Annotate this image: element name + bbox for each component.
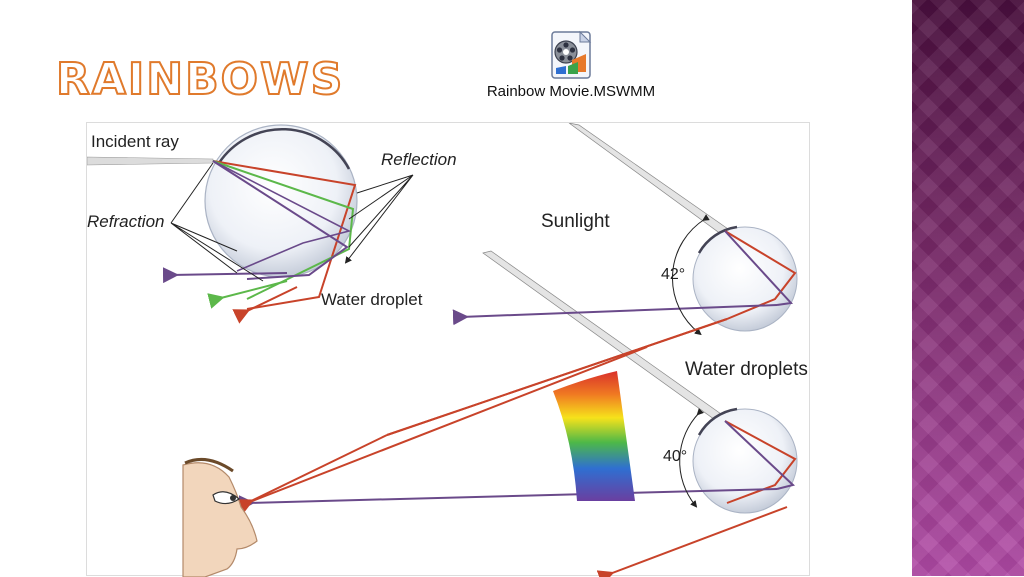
bottom-droplet-violet-exit [238, 488, 778, 512]
violet-internal-ray-2 [212, 160, 352, 272]
water-droplet-label: Water droplet [321, 290, 423, 309]
bottom-water-droplet [692, 408, 798, 514]
red-exit-ray [232, 286, 298, 324]
red-ray-long [246, 346, 648, 504]
bottom-droplet-red-path [724, 420, 797, 504]
violet-exit-ray [162, 267, 288, 284]
reflection-pointer-lines [347, 174, 414, 261]
droplet-shadow-arc [217, 128, 351, 170]
large-water-droplet [204, 124, 358, 278]
red-ray-to-eye [236, 434, 388, 514]
angle-arc-40 [679, 408, 704, 508]
green-exit-ray [207, 280, 288, 309]
rainbow-diagram: Incident ray Reflection Refraction Water… [86, 122, 810, 577]
top-droplet-violet-path [724, 230, 794, 306]
red-ray-upper [386, 318, 728, 436]
reflection-label: Reflection [381, 150, 457, 169]
face-profile [182, 462, 258, 577]
refraction-pointer-lines [170, 162, 264, 282]
side-decorative-band [912, 0, 1024, 576]
top-droplet-red-path [724, 230, 797, 320]
top-droplet-violet-exit [452, 304, 778, 326]
bottom-droplet-red-exit [596, 506, 788, 577]
pupil [230, 495, 236, 501]
observer-face [182, 457, 258, 577]
water-droplets-label: Water droplets [685, 359, 808, 380]
angle-40-label: 40° [663, 448, 687, 465]
side-band-edge [906, 0, 912, 576]
movie-reel-icon[interactable] [546, 30, 596, 80]
violet-internal-ray [212, 160, 349, 280]
movie-file-shortcut[interactable]: Rainbow Movie.MSWMM [466, 30, 676, 110]
angle-42-label: 42° [661, 266, 685, 283]
rainbow-band [553, 371, 635, 501]
green-internal-ray [212, 160, 355, 300]
incident-ray-beam [87, 156, 214, 166]
bottom-droplet-violet-path [724, 420, 796, 490]
large-droplet-group: Incident ray Reflection Refraction Water… [87, 124, 457, 324]
refraction-label: Refraction [87, 212, 164, 231]
sunlight-label: Sunlight [541, 211, 610, 232]
bottom-droplet-group: 40° [238, 407, 798, 577]
eyebrow [184, 457, 234, 473]
incident-ray-label: Incident ray [91, 132, 179, 151]
angle-arc-42 [672, 214, 710, 336]
slide-title: RAINBOWS [55, 54, 345, 105]
movie-file-name[interactable]: Rainbow Movie.MSWMM [486, 83, 656, 100]
rainbow-diagram-svg: Incident ray Reflection Refraction Water… [87, 123, 808, 577]
